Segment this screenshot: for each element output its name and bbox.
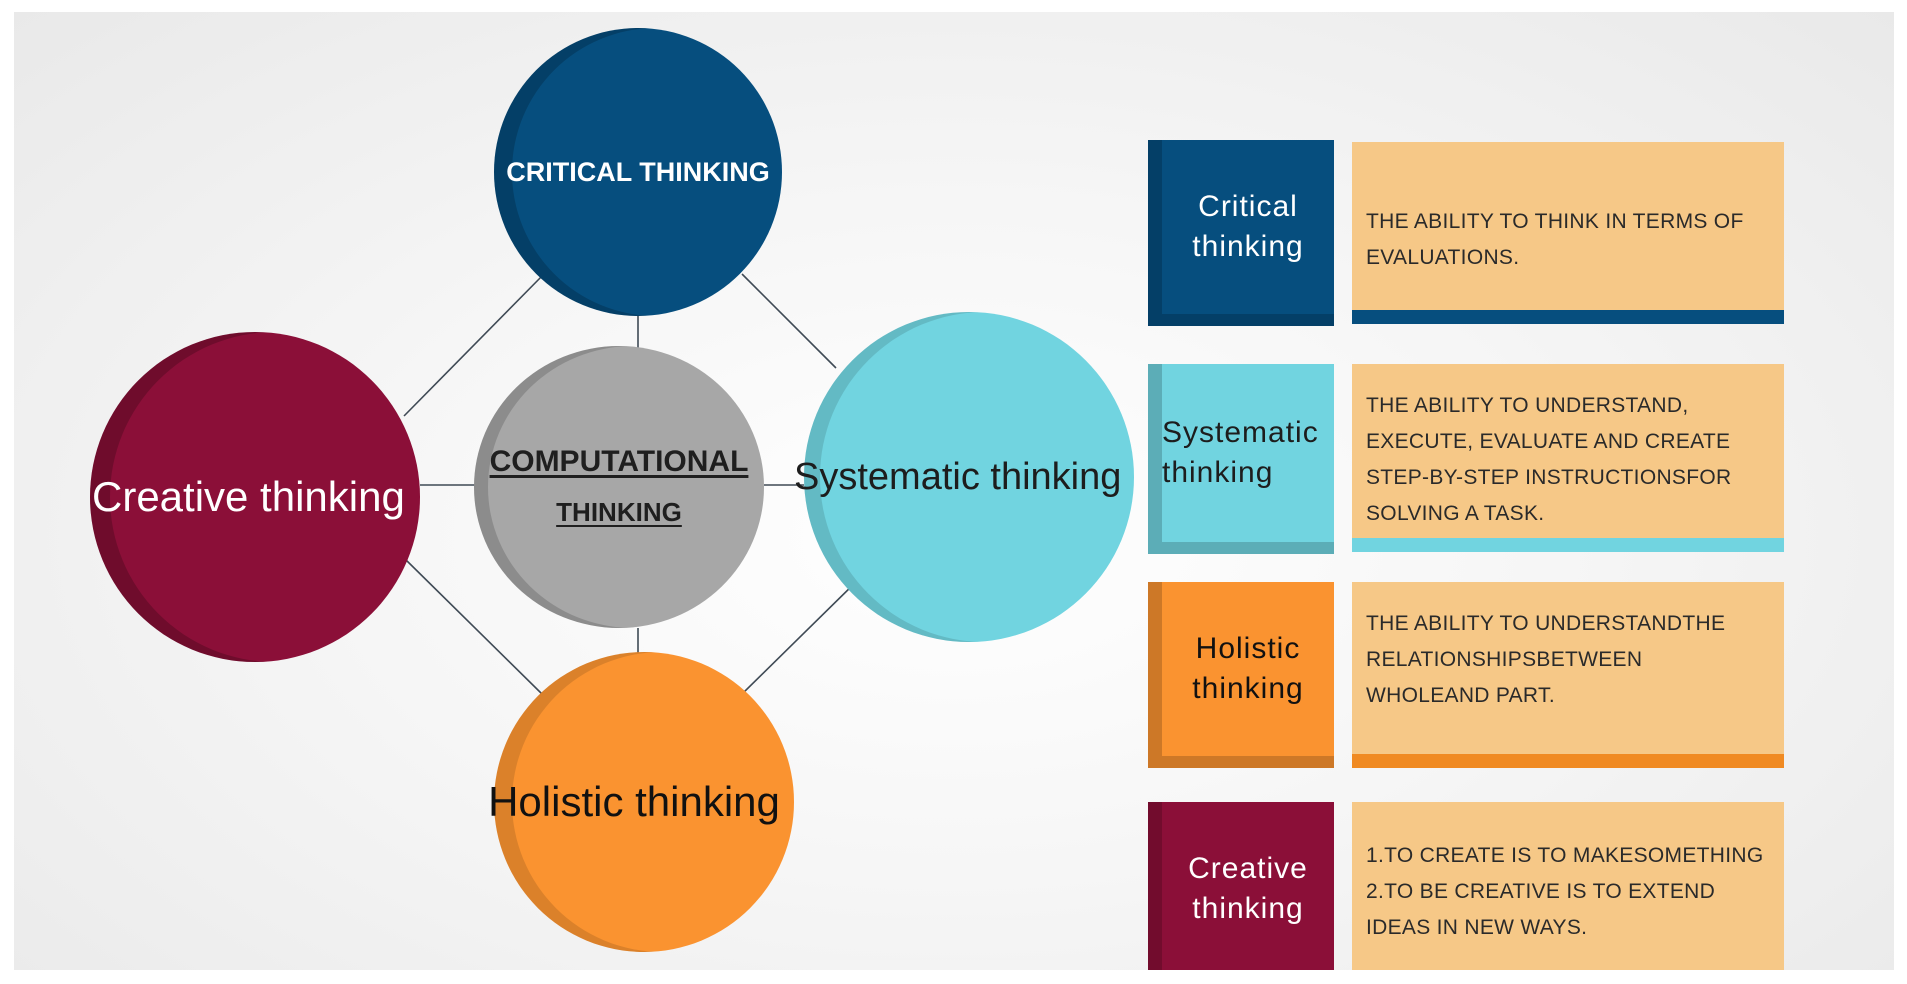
systematic-label-line2: thinking bbox=[1162, 456, 1274, 489]
critical-thinking-circle-label: CRITICAL THINKING bbox=[506, 156, 770, 187]
critical-thinking-bar bbox=[1352, 310, 1784, 324]
holistic-label-line2: thinking bbox=[1192, 672, 1304, 705]
critical-thinking-description: The ability to think in terms of evaluat… bbox=[1352, 142, 1784, 312]
link-creative-holistic bbox=[403, 557, 543, 695]
connector-lines bbox=[403, 273, 861, 695]
holistic-thinking-circle: Holistic thinking bbox=[488, 652, 794, 952]
critical-thinking-circle: CRITICAL THINKING bbox=[494, 28, 782, 316]
systematic-thinking-label-box: Systematic thinking bbox=[1148, 364, 1334, 554]
critical-label-line1: Critical bbox=[1198, 190, 1298, 223]
systematic-thinking-circle-label: Systematic thinking bbox=[794, 455, 1122, 498]
creative-thinking-circle: Creative thinking bbox=[90, 332, 420, 662]
critical-label-line2: thinking bbox=[1192, 230, 1304, 263]
holistic-thinking-circle-label: Holistic thinking bbox=[488, 778, 780, 825]
creative-description-line1: 1.To create is to makesomething bbox=[1366, 844, 1764, 867]
link-critical-creative bbox=[403, 273, 545, 417]
creative-thinking-circle-label: Creative thinking bbox=[92, 473, 405, 520]
systematic-thinking-description: The ability to understand, execute, eval… bbox=[1352, 364, 1784, 540]
systematic-thinking-bar bbox=[1352, 538, 1784, 552]
computational-thinking-label-line1: COMPUTATIONAL bbox=[489, 445, 749, 478]
computational-thinking-circle: COMPUTATIONAL THINKING bbox=[474, 346, 764, 628]
diagram-canvas: CRITICAL THINKING Creative thinking COMP… bbox=[14, 12, 1894, 970]
creative-label-line1: Creative bbox=[1188, 852, 1308, 885]
critical-thinking-label-box: Critical thinking bbox=[1148, 140, 1334, 326]
creative-thinking-description: 1.To create is to makesomething 2.To be … bbox=[1352, 802, 1784, 970]
systematic-thinking-circle: Systematic thinking bbox=[794, 312, 1134, 642]
holistic-label-line1: Holistic bbox=[1195, 632, 1301, 665]
holistic-thinking-label-box: Holistic thinking bbox=[1148, 582, 1334, 768]
critical-description-text: The ability to think in terms of evaluat… bbox=[1366, 210, 1744, 269]
computational-thinking-label-line2: THINKING bbox=[556, 497, 682, 527]
creative-thinking-label-box: Creative thinking bbox=[1148, 802, 1334, 970]
creative-label-line2: thinking bbox=[1192, 892, 1304, 925]
creative-description-line2: 2.To be creative is to extend ideas in n… bbox=[1366, 880, 1716, 939]
holistic-description-text: The ability to understandthe relationshi… bbox=[1366, 612, 1726, 707]
holistic-thinking-description: The ability to understandthe relationshi… bbox=[1352, 582, 1784, 754]
holistic-thinking-bar bbox=[1352, 754, 1784, 768]
link-systematic-holistic bbox=[741, 577, 861, 695]
systematic-label-line1: Systematic bbox=[1162, 416, 1319, 449]
link-critical-systematic bbox=[741, 273, 837, 369]
systematic-description-text: The ability to understand, execute, eval… bbox=[1366, 394, 1732, 525]
